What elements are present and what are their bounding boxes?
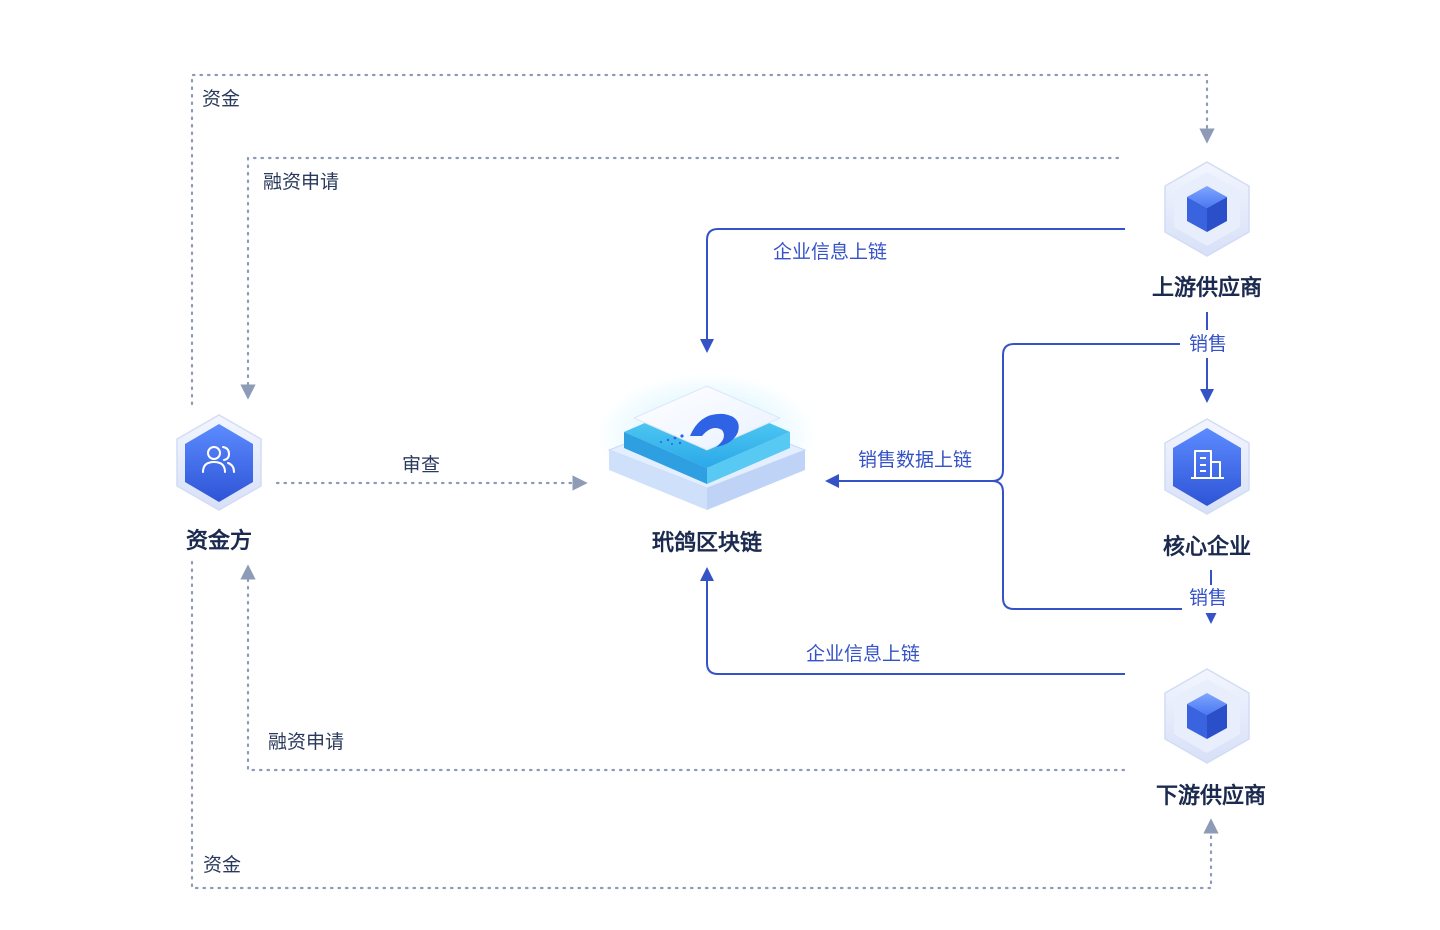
edge-funds-bottom	[190, 560, 1219, 890]
dotted-edges	[190, 73, 1219, 890]
label-funds-bottom: 资金	[203, 854, 241, 876]
label-finance-apply-bottom: 融资申请	[268, 731, 344, 753]
node-label-upstream: 上游供应商	[1152, 275, 1262, 301]
building-icon	[1191, 450, 1224, 479]
node-label-funder: 资金方	[186, 528, 252, 554]
edge-sales-data-branch-bottom	[991, 480, 1182, 610]
edge-downstream-info	[700, 567, 1125, 675]
label-sales-down: 销售	[1189, 587, 1227, 609]
node-label-blockchain: 玳鸽区块链	[652, 530, 762, 556]
node-label-downstream: 下游供应商	[1156, 783, 1266, 809]
node-downstream[interactable]: 下游供应商	[1156, 668, 1266, 809]
edge-upstream-info	[700, 228, 1125, 353]
label-finance-apply-top: 融资申请	[263, 171, 339, 193]
label-funds-top: 资金	[202, 88, 240, 110]
label-sales-data: 销售数据上链	[858, 449, 972, 471]
node-blockchain[interactable]: 玳鸽区块链	[597, 373, 817, 556]
node-funder[interactable]: 资金方	[176, 414, 262, 554]
wave-logo-icon	[660, 413, 739, 447]
edge-funds-top	[190, 73, 1215, 406]
node-core[interactable]: 核心企业	[1163, 418, 1251, 560]
label-sales-up: 销售	[1189, 333, 1227, 355]
cube-icon	[1187, 693, 1227, 739]
label-downstream-info: 企业信息上链	[806, 643, 920, 665]
node-upstream[interactable]: 上游供应商	[1152, 161, 1262, 301]
solid-edges	[700, 228, 1218, 675]
node-label-core: 核心企业	[1163, 534, 1251, 560]
edge-finance-apply-bottom	[240, 564, 1126, 772]
edge-finance-apply-top	[240, 156, 1120, 400]
label-review: 审查	[402, 454, 440, 476]
cube-icon	[1187, 186, 1227, 232]
edge-labels: 资金 融资申请 企业信息上链 销售 销售数据上链 审查 销售 企业信息上链 融资…	[202, 88, 1232, 876]
edge-sales-data-branch-top	[825, 343, 1180, 488]
label-upstream-info: 企业信息上链	[773, 241, 887, 263]
users-icon	[202, 446, 235, 473]
